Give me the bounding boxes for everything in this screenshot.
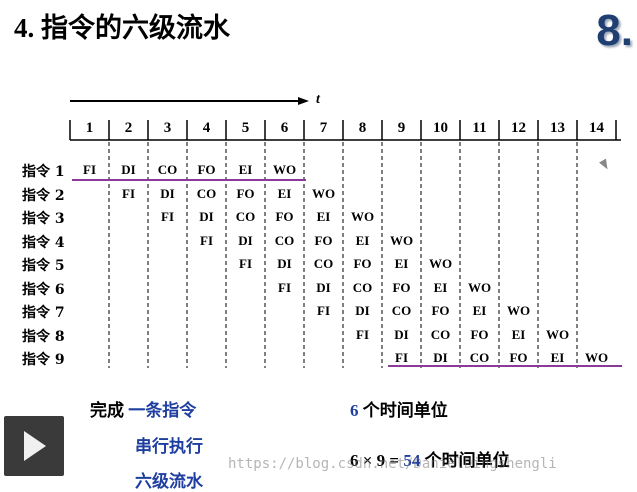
pipeline-stage-fo: FO xyxy=(470,326,489,342)
pipeline-stage-fi: FI xyxy=(317,303,330,318)
pipeline-stage-co: CO xyxy=(274,232,295,248)
cycle-number: 1 xyxy=(85,120,94,136)
pipeline-stage-ei: EI xyxy=(316,209,331,224)
pipeline-stage-fo: FO xyxy=(431,303,450,318)
pipeline-stage-ei: EI xyxy=(550,350,565,365)
play-icon xyxy=(24,431,46,461)
pipeline-stage-wo: WO xyxy=(272,162,297,177)
pipeline-stage-wo: WO xyxy=(467,279,492,295)
cycle-number: 14 xyxy=(589,120,604,136)
pipeline-stage-ei: EI xyxy=(355,232,370,248)
instruction-label: 指令 4 xyxy=(22,234,65,251)
axis-ticks xyxy=(69,120,617,140)
pipeline-stage-fi: FI xyxy=(356,326,369,342)
cycle-number: 11 xyxy=(472,120,487,136)
pipeline-stage-ei: EI xyxy=(472,303,487,318)
single-instruction-time: 6 个时间单位 xyxy=(350,396,448,421)
cycle-number: 6 xyxy=(280,120,289,136)
pipeline-stage-ei: EI xyxy=(394,256,409,271)
pipeline-stage-wo: WO xyxy=(350,209,375,224)
serial-expression: 6 × 9 = xyxy=(350,451,400,470)
time-arrow-head xyxy=(298,97,309,105)
cycle-number: 3 xyxy=(163,120,172,136)
six-value: 6 xyxy=(350,401,359,420)
pipeline-stage-fo: FO xyxy=(392,279,411,295)
pipeline-stage-di: DI xyxy=(160,185,175,201)
pipeline-stage-ei: EI xyxy=(277,185,292,201)
pipeline-stage-fo: FO xyxy=(314,232,333,248)
pipeline-stage-wo: WO xyxy=(584,350,609,365)
pipeline-stage-fi: FI xyxy=(395,350,408,365)
instruction-label: 指令 7 xyxy=(22,305,65,321)
serial-execution-text: 串行执行 xyxy=(135,437,203,456)
instruction-label: 指令 3 xyxy=(22,211,65,227)
pipeline-stage-wo: WO xyxy=(389,232,414,248)
pipeline-stage-co: CO xyxy=(352,279,373,295)
pipeline-stage-fi: FI xyxy=(161,209,174,224)
pipeline-stage-ei: EI xyxy=(511,326,526,342)
instruction-label: 指令 8 xyxy=(22,328,65,345)
cycle-number: 13 xyxy=(550,120,565,136)
cycle-number: 2 xyxy=(124,120,133,136)
time-axis-label: t xyxy=(316,92,320,107)
instruction-label: 指令 2 xyxy=(22,187,65,204)
serial-result-value: 54 xyxy=(403,451,421,470)
pipeline-stage-co: CO xyxy=(196,185,217,201)
complete-prefix: 完成 xyxy=(90,401,124,420)
one-instruction-text: 一条指令 xyxy=(128,401,197,420)
slide-number: 8. xyxy=(596,6,633,55)
page-title: 4. 指令的六级流水 xyxy=(14,13,230,43)
pipeline-stage-di: DI xyxy=(316,279,331,295)
cycle-number: 10 xyxy=(433,120,448,136)
pipeline-stage-di: DI xyxy=(355,303,370,318)
pipeline-stage-di: DI xyxy=(199,209,214,224)
pipeline-stage-fi: FI xyxy=(122,185,135,201)
pipeline-stage-fi: FI xyxy=(83,162,96,177)
cycle-number: 8 xyxy=(358,120,367,136)
time-units-label-1: 个时间单位 xyxy=(362,401,448,420)
pipeline-stage-co: CO xyxy=(391,303,412,318)
pipeline-stage-fo: FO xyxy=(236,185,255,201)
six-stage-pipeline-text: 六级流水 xyxy=(135,472,203,491)
pipeline-stage-wo: WO xyxy=(311,185,336,201)
pipeline-stage-fi: FI xyxy=(239,256,252,271)
pipeline-stage-wo: WO xyxy=(506,303,531,318)
pipeline-stage-di: DI xyxy=(277,256,292,271)
pipeline-stage-fo: FO xyxy=(197,162,216,177)
pipeline-stage-fo: FO xyxy=(275,209,294,224)
pipeline-stage-di: DI xyxy=(433,350,448,365)
cycle-number: 5 xyxy=(241,120,250,136)
cycle-number: 9 xyxy=(397,120,406,136)
pipeline-stage-co: CO xyxy=(235,209,256,224)
pipeline-stage-fo: FO xyxy=(509,350,528,365)
pipeline-stage-wo: WO xyxy=(545,326,570,342)
watermark-text: https://blog.csdn.net/DanielDingshengli xyxy=(228,456,557,472)
pipeline-stage-di: DI xyxy=(394,326,409,342)
time-units-label-2: 个时间单位 xyxy=(424,451,510,470)
pipeline-stage-co: CO xyxy=(430,326,451,342)
pipeline-stage-di: DI xyxy=(121,162,136,177)
complete-label: 完成 一条指令 xyxy=(90,396,196,421)
serial-total-time: 6 × 9 = 54 个时间单位 xyxy=(350,446,510,471)
pipeline-stage-co: CO xyxy=(313,256,334,271)
pipeline-stage-co: CO xyxy=(469,350,490,365)
pipeline-stage-co: CO xyxy=(157,162,178,177)
pipeline-stage-ei: EI xyxy=(433,279,448,295)
cycle-number: 4 xyxy=(202,120,211,136)
cycle-number: 12 xyxy=(511,120,526,136)
pipeline-stage-fi: FI xyxy=(278,279,291,295)
cycle-number: 7 xyxy=(319,120,328,136)
pipeline-stage-ei: EI xyxy=(238,162,253,177)
instruction-label: 指令 1 xyxy=(22,164,65,180)
instruction-label: 指令 6 xyxy=(22,281,65,298)
play-button[interactable] xyxy=(4,416,64,476)
instruction-label: 指令 5 xyxy=(22,258,65,274)
pipeline-stage-di: DI xyxy=(238,232,253,248)
pipeline-stage-fi: FI xyxy=(200,232,213,248)
instruction-label: 指令 9 xyxy=(22,352,65,368)
pipeline-stage-wo: WO xyxy=(428,256,453,271)
pipeline-stage-fo: FO xyxy=(353,256,372,271)
